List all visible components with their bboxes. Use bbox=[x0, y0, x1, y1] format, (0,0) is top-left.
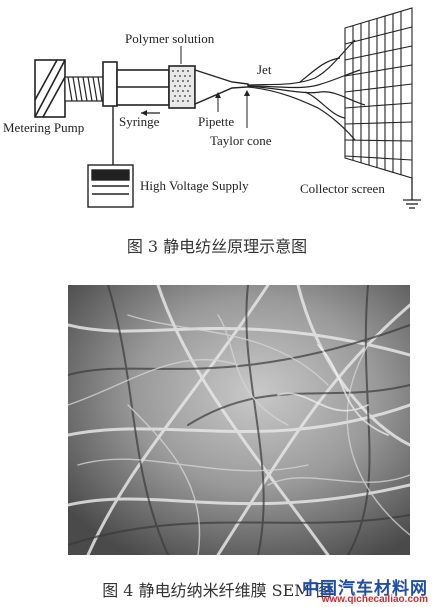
pipette bbox=[194, 69, 249, 106]
site-watermark: 中国汽车材料网 www.qichecailiao.com bbox=[228, 574, 434, 607]
label-taylor-cone: Taylor cone bbox=[210, 133, 272, 148]
label-metering-pump: Metering Pump bbox=[3, 120, 84, 135]
high-voltage-supply bbox=[87, 106, 134, 208]
label-pipette: Pipette bbox=[198, 114, 234, 129]
watermark-url: www.qichecailiao.com bbox=[321, 594, 428, 605]
screw-rod bbox=[64, 76, 106, 102]
syringe bbox=[102, 61, 196, 109]
label-jet: Jet bbox=[257, 62, 272, 77]
label-high-voltage-supply: High Voltage Supply bbox=[140, 178, 249, 193]
label-collector-screen: Collector screen bbox=[300, 181, 385, 196]
figure-4-caption: 图 4 静电纺纳米纤维膜 SEM 图 bbox=[102, 581, 332, 600]
metering-pump bbox=[34, 59, 66, 118]
ground-symbol bbox=[403, 178, 421, 209]
polymer-solution-fill bbox=[172, 70, 191, 102]
figure-3-caption: 图 3 静电纺丝原理示意图 bbox=[126, 237, 308, 256]
watermark-brand: 中国汽车材料网 bbox=[302, 579, 428, 599]
sem-image bbox=[68, 285, 410, 555]
fiber-network bbox=[68, 285, 410, 555]
label-polymer-solution: Polymer solution bbox=[125, 31, 215, 46]
electrospinning-diagram: Polymer solution Jet Metering Pump Syrin… bbox=[0, 0, 434, 225]
label-syringe: Syringe bbox=[119, 114, 160, 129]
jet-stream bbox=[247, 39, 366, 141]
collector-screen bbox=[344, 7, 413, 179]
